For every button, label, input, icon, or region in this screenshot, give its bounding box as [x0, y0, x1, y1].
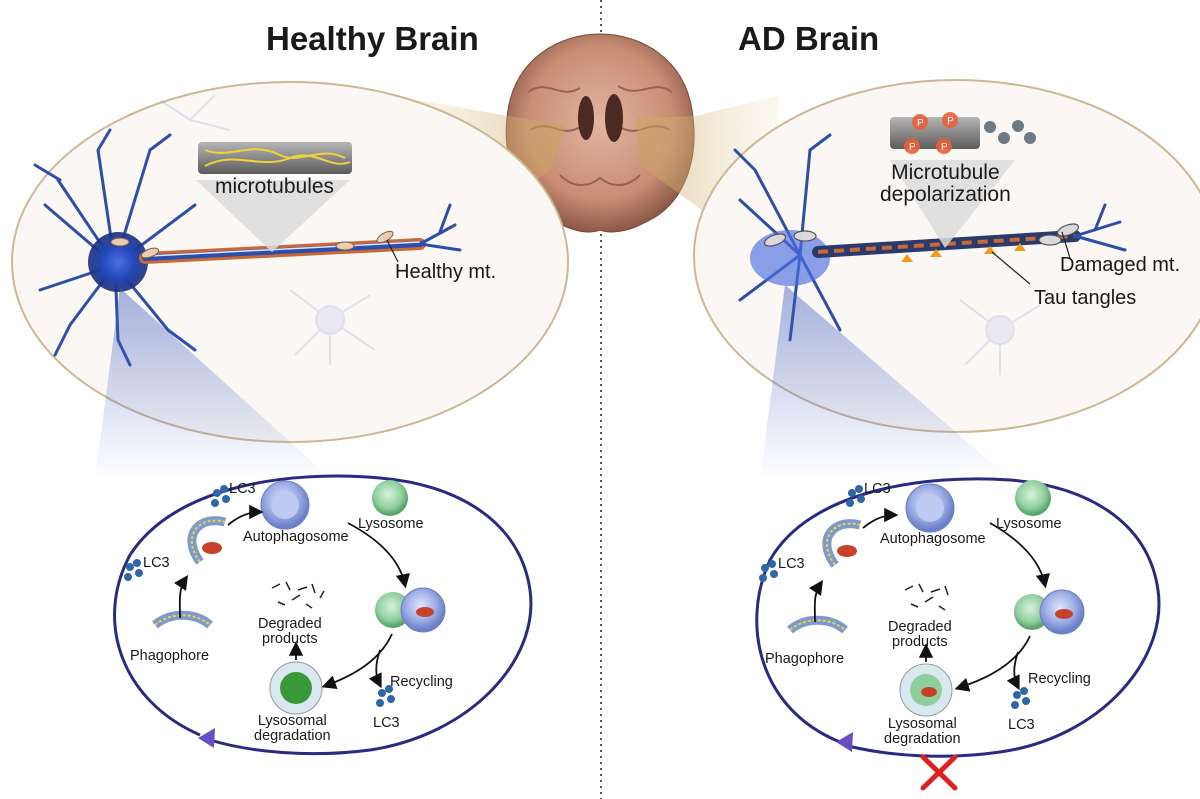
autophagosome-label: Autophagosome — [243, 529, 349, 545]
ad-autophagy-cycle — [755, 477, 1161, 758]
lc3-label: LC3 — [143, 555, 170, 571]
healthy-brain-title: Healthy Brain — [266, 20, 479, 57]
healthy-mt-label: Healthy mt. — [395, 261, 497, 283]
depolarization-label: Microtubule depolarization — [880, 161, 1011, 207]
autophagosome-label: Autophagosome — [880, 531, 986, 547]
lc3-label: LC3 — [229, 481, 256, 497]
lc3-label: LC3 — [778, 556, 805, 572]
degraded-products-label: Degraded products — [888, 619, 952, 651]
healthy-microtubule-bundle — [196, 142, 352, 252]
lc3-label: LC3 — [373, 715, 400, 731]
blocked-cross-icon — [920, 754, 958, 791]
phospho-mark: P — [947, 116, 954, 127]
phospho-mark: P — [941, 142, 948, 153]
phagophore-label: Phagophore — [765, 651, 845, 667]
projection-cone-healthy — [95, 288, 330, 480]
healthy-autophagy-cycle — [113, 474, 533, 756]
phagophore-label: Phagophore — [130, 648, 210, 664]
healthy-neuron — [33, 128, 462, 367]
lysosomal-degradation-label: Lysosomal degradation — [254, 713, 331, 745]
recycling-label: Recycling — [390, 674, 453, 690]
projection-cone-ad — [760, 285, 1000, 480]
ad-microtubule-depolarized — [890, 112, 1036, 248]
leader-damaged-mt — [1061, 231, 1071, 259]
degraded-products-label: Degraded products — [258, 616, 322, 648]
recycling-label: Recycling — [1028, 671, 1091, 687]
lysosomal-degradation-label: Lysosomal degradation — [884, 716, 961, 748]
phospho-mark: P — [917, 118, 924, 129]
leader-tau — [991, 251, 1031, 285]
lc3-label: LC3 — [1008, 717, 1035, 733]
leader-healthy-mt — [386, 239, 399, 263]
lc3-label: LC3 — [864, 481, 891, 497]
lysosome-label: Lysosome — [358, 516, 424, 532]
brain-illustration — [505, 33, 695, 233]
phospho-mark: P — [909, 142, 916, 153]
ad-brain-title: AD Brain — [738, 20, 880, 57]
damaged-mt-label: Damaged mt. — [1060, 254, 1181, 276]
microtubules-label: microtubules — [215, 175, 335, 198]
tau-tangles-label: Tau tangles — [1034, 287, 1137, 309]
lysosome-label: Lysosome — [996, 516, 1062, 532]
